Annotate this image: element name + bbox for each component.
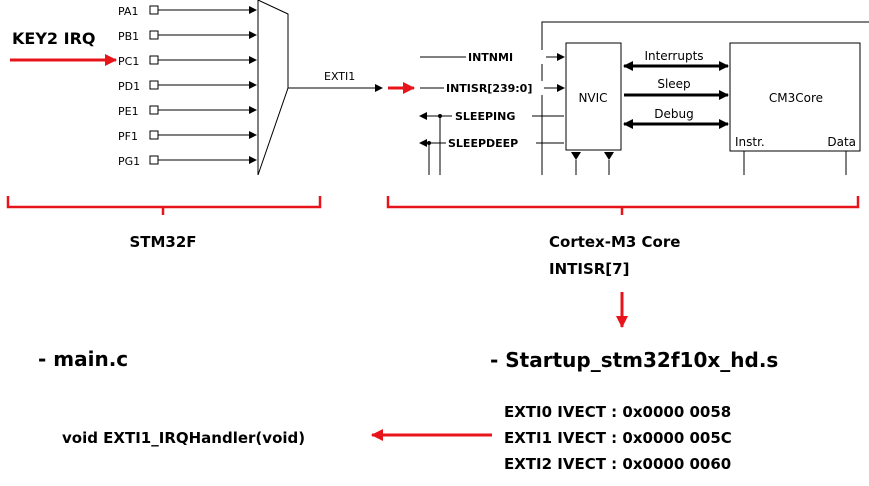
core-brace	[386, 196, 860, 215]
pin-row-pe1: PE1	[118, 105, 257, 118]
exti1-label: EXTI1	[324, 70, 355, 83]
handler-signature: void EXTI1_IRQHandler(void)	[62, 429, 305, 447]
key-irq-label: KEY2 IRQ	[12, 29, 96, 48]
startup-file-label: - Startup_stm32f10x_hd.s	[490, 348, 778, 372]
core-title-line2: INTISR[7]	[549, 260, 629, 278]
core-title-line1: Cortex-M3 Core	[549, 233, 680, 251]
nvic-box	[565, 42, 622, 151]
gpio-mux-group: PA1 PB1 PC1 PD1 PE1 PF1	[10, 0, 383, 176]
intnmi-label: INTNMI	[468, 51, 513, 64]
vector-row-exti1: EXTI1 IVECT : 0x0000 005C	[504, 429, 732, 447]
pin-label-pb1: PB1	[118, 30, 139, 43]
pin-row-pc1: PC1	[118, 55, 257, 68]
pin-label-pf1: PF1	[118, 130, 138, 143]
sleeping-label: SLEEPING	[455, 110, 515, 123]
stm32-brace	[6, 196, 322, 215]
interrupts-bus-label: Interrupts	[644, 49, 703, 63]
nvic-label: NVIC	[578, 91, 607, 105]
exti-mux	[257, 0, 289, 176]
vector-row-exti0: EXTI0 IVECT : 0x0000 0058	[504, 403, 731, 421]
core-frame	[541, 21, 869, 175]
pin-label-pe1: PE1	[118, 105, 139, 118]
cm3core-label: CM3Core	[769, 91, 823, 105]
pin-label-pa1: PA1	[118, 5, 138, 18]
data-port-label: Data	[827, 135, 856, 149]
sleepdeep-label: SLEEPDEEP	[448, 137, 518, 150]
cortex-core-group: NVIC CM3Core Instr. Data Interrupts Slee…	[388, 21, 869, 175]
cm3core-box	[729, 42, 861, 152]
pin-label-pc1: PC1	[118, 55, 139, 68]
pin-label-pd1: PD1	[118, 80, 140, 93]
pin-row-pd1: PD1	[118, 80, 257, 93]
main-file-label: - main.c	[38, 347, 128, 371]
pin-row-pb1: PB1	[118, 30, 257, 43]
stm32-label: STM32F	[129, 233, 196, 251]
sleep-bus-label: Sleep	[657, 77, 690, 91]
intisr-label: INTISR[239:0]	[446, 82, 532, 95]
pin-label-pg1: PG1	[118, 155, 140, 168]
nvic-bottom-arrows	[571, 152, 614, 160]
pin-row-pg1: PG1	[118, 155, 257, 168]
pin-row-pf1: PF1	[118, 130, 257, 143]
vector-row-exti2: EXTI2 IVECT : 0x0000 0060	[504, 455, 731, 473]
debug-bus-label: Debug	[654, 107, 693, 121]
pin-row-pa1: PA1	[118, 5, 257, 18]
instr-port-label: Instr.	[735, 135, 765, 149]
